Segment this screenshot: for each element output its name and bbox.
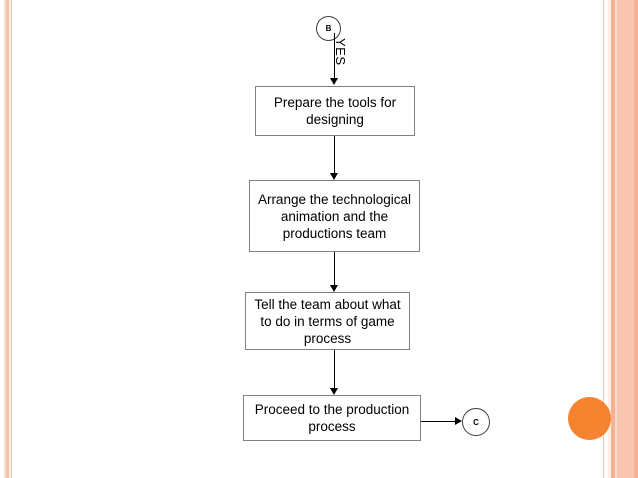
edge-node1-to-node2-arrowhead [330,173,338,180]
right-stripe-light-a [615,0,617,478]
edge-node3-to-node4-arrowhead [330,388,338,395]
right-stripe-band [617,0,634,478]
edge-label-yes: YES [333,38,348,66]
process-node-proceed-production[interactable]: Proceed to the production process [243,395,421,441]
left-stripe-salmon [6,0,9,478]
process-node-tell-team-label: Tell the team about what to do in terms … [254,296,401,346]
edge-b-to-node1-arrowhead [330,78,338,85]
connector-b[interactable]: B [316,16,341,41]
edge-node2-to-node3-arrowhead [330,285,338,292]
left-stripe-thin [11,0,12,478]
edge-node4-to-c-line [421,421,457,422]
accent-circle [568,397,611,440]
process-node-prepare-tools[interactable]: Prepare the tools for designing [255,86,415,136]
edge-node2-to-node3-line [334,252,335,285]
left-stripe-light [9,0,11,478]
process-node-tell-team[interactable]: Tell the team about what to do in terms … [245,292,410,350]
left-stripe-pale [4,0,6,478]
right-stripe-edge [634,0,638,478]
right-stripe-pale-a [608,0,611,478]
right-stripe-hairline [603,0,604,478]
edge-node3-to-node4-line [334,350,335,388]
edge-node1-to-node2-line [334,136,335,174]
edge-node4-to-c-arrowhead [455,417,462,425]
edge-b-to-node1-line [334,33,335,79]
connector-b-label: B [325,24,332,33]
process-node-arrange-team-label: Arrange the technological animation and … [257,191,412,241]
connector-c-label: C [473,417,479,427]
process-node-proceed-production-label: Proceed to the production process [254,402,410,434]
process-node-arrange-team[interactable]: Arrange the technological animation and … [249,180,420,252]
process-node-prepare-tools-label: Prepare the tools for designing [273,95,397,127]
connector-c[interactable]: C [462,408,490,436]
right-stripe-salmon-a [611,0,615,478]
